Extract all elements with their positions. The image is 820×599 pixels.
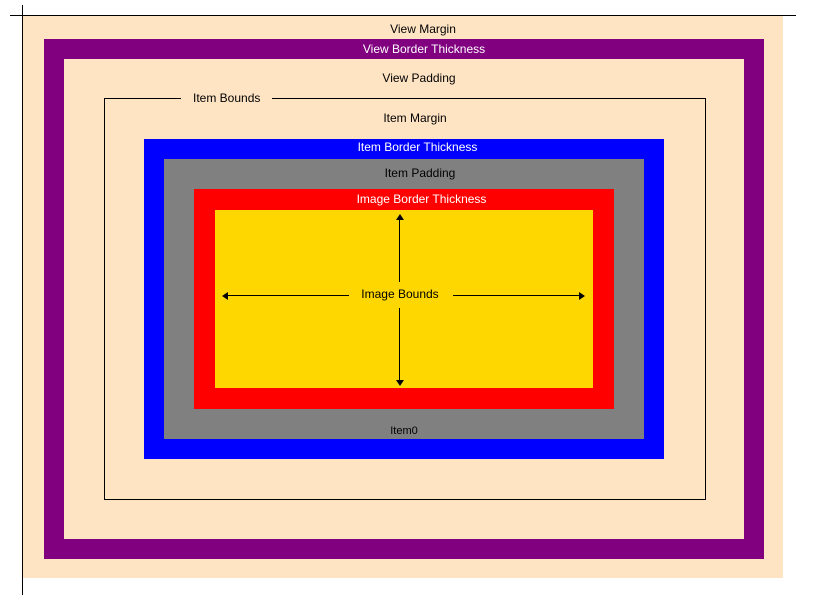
view-margin-label: View Margin — [390, 22, 456, 36]
arrow-head-right-icon — [579, 292, 585, 300]
vertical-arrow-bottom — [399, 308, 400, 380]
item-border-label: Item Border Thickness — [357, 140, 478, 154]
item-margin-label: Item Margin — [383, 111, 447, 125]
item-bounds-label: Item Bounds — [181, 91, 273, 105]
arrow-head-down-icon — [396, 380, 404, 386]
vertical-arrow-top — [399, 218, 400, 282]
item-caption: Item0 — [390, 425, 418, 437]
item-padding-label: Item Padding — [384, 166, 456, 180]
horizontal-arrow-right — [453, 295, 579, 296]
view-border-label: View Border Thickness — [362, 42, 486, 56]
arrow-head-left-icon — [222, 292, 228, 300]
image-bounds-area — [215, 210, 593, 388]
horizontal-arrow-left — [227, 295, 349, 296]
vertical-guide-line — [22, 5, 23, 595]
arrow-head-up-icon — [396, 214, 404, 220]
item-bounds-frame — [104, 98, 706, 500]
image-bounds-label: Image Bounds — [361, 287, 439, 301]
view-padding-label: View Padding — [382, 71, 456, 85]
image-border-label: Image Border Thickness — [356, 192, 487, 206]
horizontal-guide-line — [10, 15, 796, 16]
